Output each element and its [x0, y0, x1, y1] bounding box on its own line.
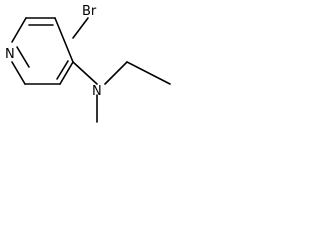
bond-ring-c3-c4-outer — [59, 61, 74, 85]
molecule-structure: Br N N — [5, 4, 171, 123]
bromine-label: Br — [82, 4, 97, 19]
bond-ring-c4-c5 — [54, 17, 74, 63]
bond-ring-c6-n — [11, 17, 27, 43]
structure-canvas: Br N N — [0, 0, 184, 132]
bond-n-ethyl-c1 — [104, 61, 128, 85]
bond-ring-double-inner-b — [16, 46, 30, 68]
bond-ring-c3-c4-inner — [56, 60, 69, 80]
amine-nitrogen-label: N — [92, 84, 102, 99]
bond-ring-n-c2 — [11, 61, 26, 85]
bond-c3-n — [72, 61, 98, 85]
bond-c4-br — [72, 17, 89, 39]
bond-ethyl-c1-c2 — [126, 61, 171, 85]
ring-nitrogen-label: N — [5, 47, 15, 62]
